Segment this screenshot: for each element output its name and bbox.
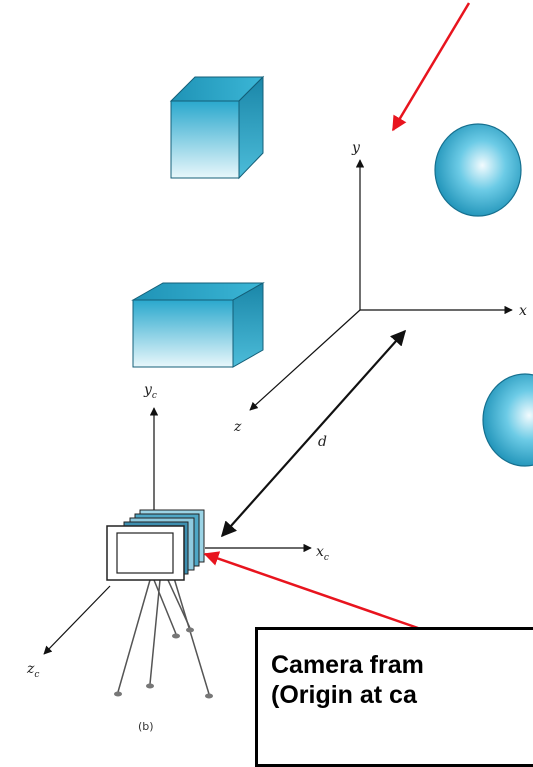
sphere-object-lower (482, 373, 533, 467)
box-object (131, 282, 265, 368)
world-frame-pointer-arrow (391, 2, 471, 132)
distance-d-arrow (220, 329, 407, 538)
camera-icon (106, 509, 213, 699)
camera-zc-axis (43, 585, 111, 655)
camera-zc-label: zc (26, 661, 39, 680)
distance-d-label: d (318, 434, 327, 450)
world-x-label: x (519, 303, 527, 319)
figure-caption: (b) (138, 720, 154, 733)
camera-frame-callout: Camera fram (Origin at ca (255, 627, 533, 767)
world-z-label: z (233, 419, 242, 435)
sphere-object-upper (434, 123, 522, 217)
world-z-axis (249, 309, 361, 411)
camera-xc-label: xc (316, 544, 329, 563)
cube-object (169, 75, 265, 180)
camera-frame-pointer-arrow (203, 551, 419, 630)
world-y-label: y (351, 140, 361, 156)
camera-yc-label: yc (143, 382, 157, 401)
camera-scene-diagram: y x z d yc xc zc (26, 2, 533, 733)
callout-line-2: (Origin at ca (271, 681, 417, 709)
callout-line-1: Camera fram (271, 651, 424, 679)
